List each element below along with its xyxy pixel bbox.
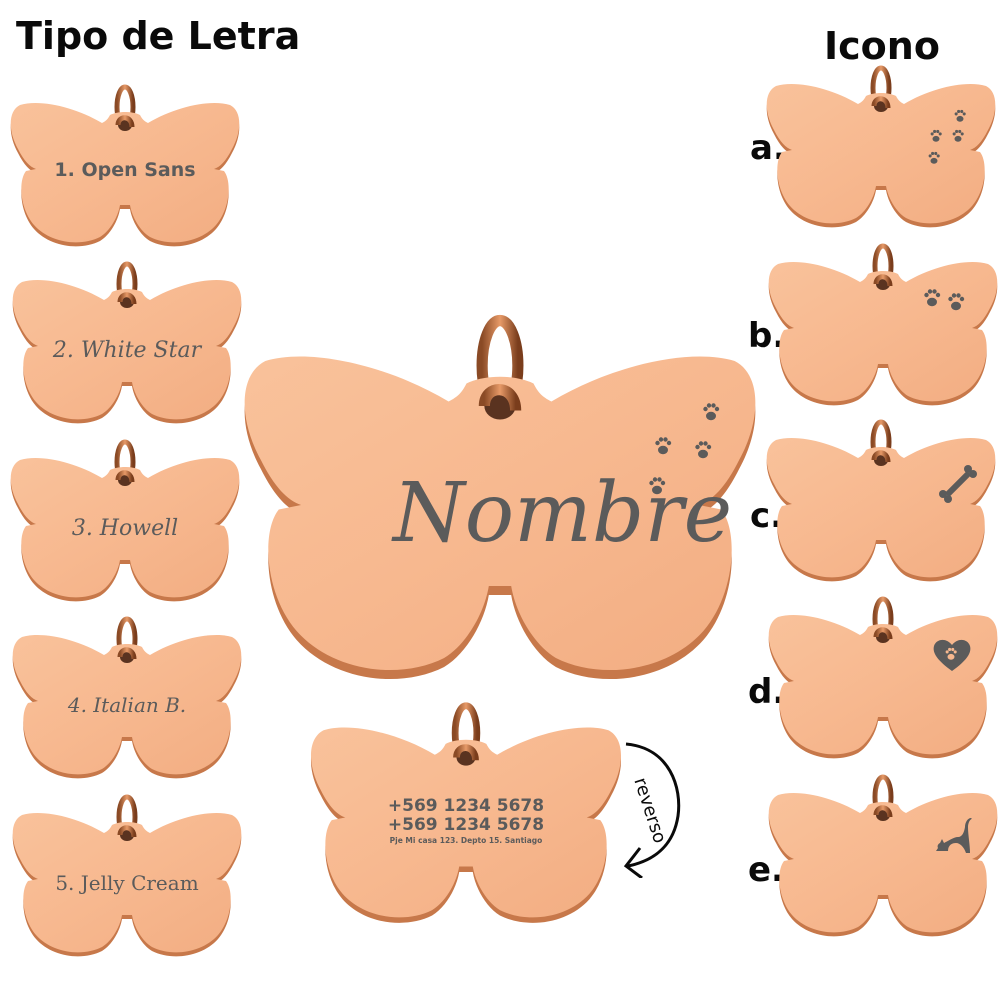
- two-paws-icon: [924, 289, 965, 311]
- butterfly-tag-icon: [768, 597, 998, 757]
- font-option-label: 3. Howell: [71, 516, 179, 541]
- font-option-label: 5. Jelly Cream: [55, 871, 199, 895]
- heart-paw-icon: [933, 639, 971, 671]
- bone-icon: [939, 465, 977, 503]
- back-phone-1: +569 1234 5678: [387, 796, 545, 816]
- icon-option-e[interactable]: [768, 775, 998, 935]
- front-name-engraving: Nombre: [393, 466, 733, 561]
- back-phone-2: +569 1234 5678: [387, 815, 545, 835]
- icon-option-c[interactable]: [766, 420, 996, 580]
- icon-option-b[interactable]: [768, 244, 998, 404]
- font-option-2[interactable]: 2. White Star: [12, 262, 242, 422]
- icon-option-a[interactable]: [766, 66, 996, 226]
- front-preview-tag: Nombre: [243, 316, 757, 676]
- back-address: Pje Mi casa 123. Depto 15. Santiago: [389, 836, 543, 845]
- paw-trail-icon: [928, 109, 966, 164]
- paw-prints-icon: [649, 403, 720, 495]
- icon-option-letter: d.: [748, 672, 786, 712]
- font-option-3[interactable]: 3. Howell: [10, 440, 240, 600]
- icon-option-d[interactable]: [768, 597, 998, 757]
- font-option-label: 2. White Star: [52, 338, 202, 363]
- font-section-heading: Tipo de Letra: [16, 14, 301, 58]
- butterfly-tag-icon: [768, 244, 998, 404]
- font-option-1[interactable]: 1. Open Sans: [10, 85, 240, 245]
- font-option-4[interactable]: 4. Italian B.: [12, 617, 242, 777]
- icon-option-letter: e.: [748, 850, 784, 890]
- icon-option-letter: b.: [748, 316, 786, 356]
- flip-arrow-icon: [623, 742, 681, 878]
- back-preview-tag: +569 1234 5678 +569 1234 5678 Pje Mi cas…: [310, 703, 622, 921]
- icon-section-heading: Icono: [824, 24, 940, 68]
- font-option-label: 1. Open Sans: [54, 159, 196, 181]
- font-option-5[interactable]: 5. Jelly Cream: [12, 795, 242, 955]
- stretching-cat-icon: [936, 818, 972, 853]
- font-option-label: 4. Italian B.: [67, 693, 187, 717]
